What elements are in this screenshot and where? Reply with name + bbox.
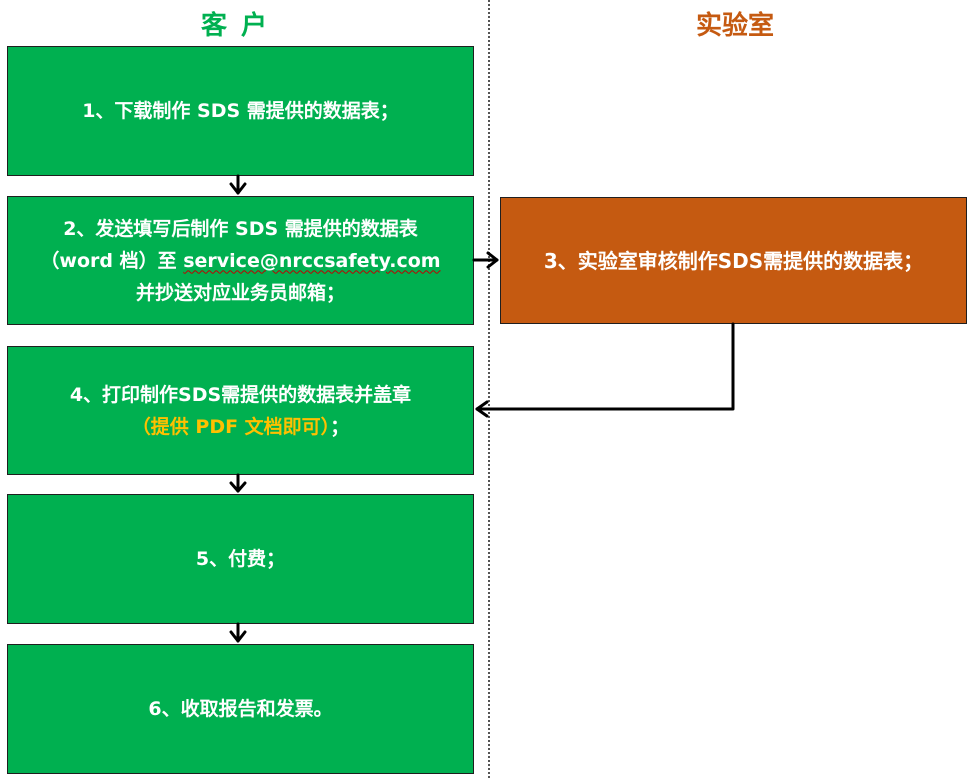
arrow-step2-to-step3 [472,251,499,269]
step-2-email: service@nrccsafety.com [183,249,441,272]
step-2-box: 2、发送填写后制作 SDS 需提供的数据表 （word 档）至 service@… [7,196,474,325]
step-4-line-2-suffix: ； [330,415,350,438]
step-6-box: 6、收取报告和发票。 [7,644,474,774]
step-1-text: 1、下载制作 SDS 需提供的数据表； [82,100,399,122]
step-4-highlight: （提供 PDF 文档即可） [131,415,331,438]
arrow-step4-to-step5 [229,473,247,493]
arrow-step1-to-step2 [229,174,247,195]
lane-title-lab: 实验室 [695,11,774,41]
step-2-line-2-prefix: （word 档）至 [40,249,184,272]
step-2-line-1: 2、发送填写后制作 SDS 需提供的数据表 [63,217,418,240]
step-4-box: 4、打印制作SDS需提供的数据表并盖章 （提供 PDF 文档即可）； [7,346,474,475]
step-6-text: 6、收取报告和发票。 [148,698,333,720]
step-3-text: 3、实验室审核制作SDS需提供的数据表； [543,248,924,273]
step-5-text: 5、付费； [195,548,286,570]
lane-title-customer: 客户 [200,11,281,41]
step-1-box: 1、下载制作 SDS 需提供的数据表； [7,46,474,176]
step-4-line-1: 4、打印制作SDS需提供的数据表并盖章 [69,383,412,406]
lane-divider [488,0,490,778]
step-3-box: 3、实验室审核制作SDS需提供的数据表； [500,197,967,324]
step-2-line-3: 并抄送对应业务员邮箱； [135,281,345,304]
arrow-step5-to-step6 [229,622,247,643]
step-5-box: 5、付费； [7,494,474,624]
arrow-step3-to-step4 [475,322,735,418]
